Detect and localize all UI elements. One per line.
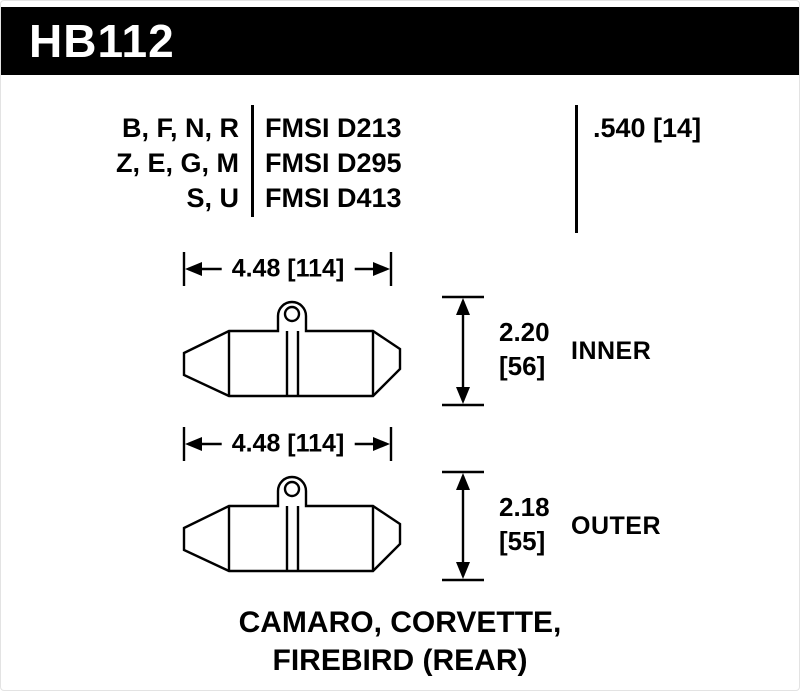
width-dimension-label: 4.48 [114] bbox=[221, 254, 355, 284]
column-divider bbox=[575, 105, 578, 233]
height-dimension-metric: [56] bbox=[499, 351, 546, 381]
compound-column: B, F, N, R Z, E, G, M S, U bbox=[87, 111, 239, 216]
compound-row: B, F, N, R bbox=[121, 113, 239, 143]
column-divider bbox=[251, 105, 254, 217]
height-dimension-value: 2.18 bbox=[499, 492, 550, 522]
width-dimension-label: 4.48 [114] bbox=[221, 429, 355, 459]
mounting-hole bbox=[283, 480, 301, 498]
height-dimension-arrow bbox=[442, 470, 484, 582]
pad-position-label-inner: INNER bbox=[571, 337, 652, 365]
vehicle-application: CAMARO, CORVETTE, FIREBIRD (REAR) bbox=[1, 604, 799, 680]
pad-position-label-outer: OUTER bbox=[571, 512, 661, 540]
height-dimension-metric: [55] bbox=[499, 526, 546, 556]
part-number: HB112 bbox=[29, 15, 175, 67]
vehicle-application-line1: CAMARO, CORVETTE, bbox=[238, 606, 562, 639]
brake-pad-outline bbox=[182, 475, 402, 573]
compound-row: Z, E, G, M bbox=[115, 148, 239, 178]
pad-thickness-value: .540 [14] bbox=[593, 113, 702, 143]
height-dimension-arrow bbox=[442, 295, 484, 407]
header-bar: HB112 bbox=[1, 7, 799, 75]
fmsi-row: FMSI D413 bbox=[265, 183, 402, 213]
fmsi-row: FMSI D295 bbox=[265, 148, 402, 178]
fmsi-row: FMSI D213 bbox=[265, 113, 402, 143]
fmsi-column: FMSI D213 FMSI D295 FMSI D413 bbox=[265, 111, 402, 216]
compound-row: S, U bbox=[186, 183, 239, 213]
height-dimension-value: 2.20 bbox=[499, 317, 550, 347]
mounting-hole bbox=[283, 305, 301, 323]
brake-pad-outline bbox=[182, 300, 402, 398]
vehicle-application-line2: FIREBIRD (REAR) bbox=[272, 644, 528, 677]
